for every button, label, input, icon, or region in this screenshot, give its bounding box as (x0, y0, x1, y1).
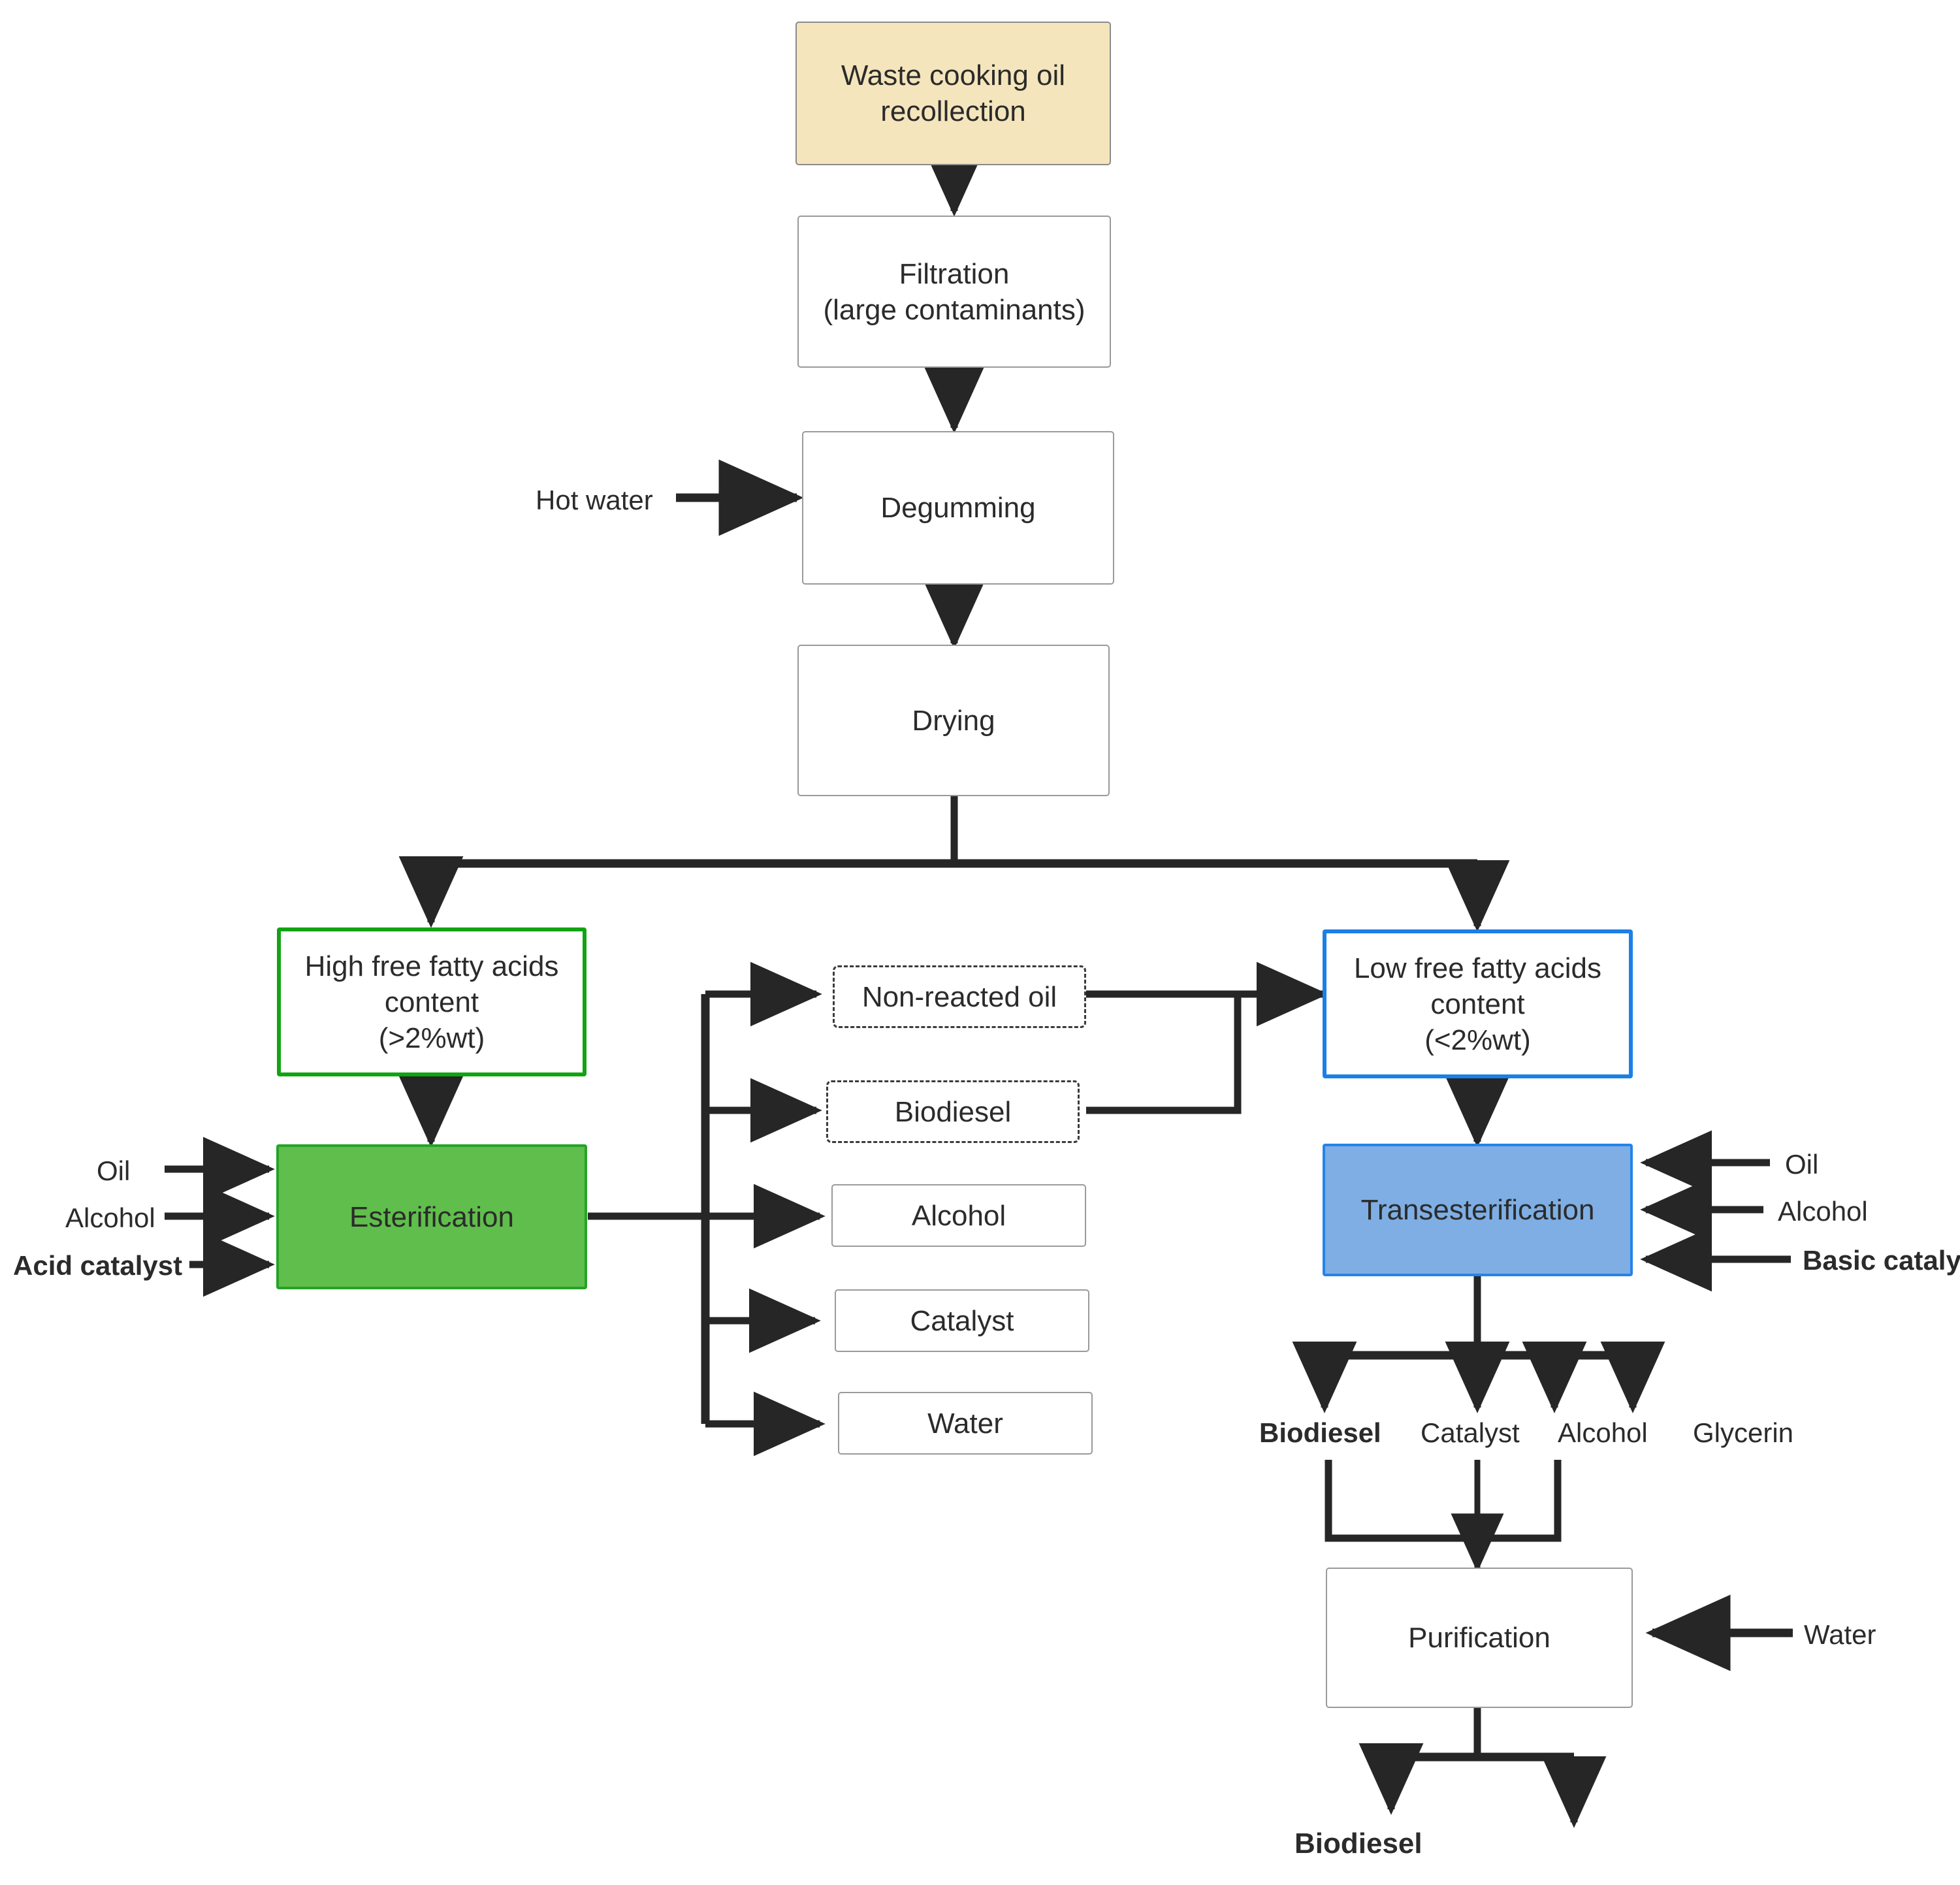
node-purification[interactable]: Purification (1326, 1568, 1633, 1708)
edge-products-collector (1325, 1460, 1562, 1542)
low-ffa-line-1: Low free fatty acids (1353, 952, 1602, 984)
label-final-waste-streams: Waste water, catalyst and alcohol (1398, 1832, 1556, 1885)
node-esterification[interactable]: Esterification (276, 1144, 587, 1289)
node-biodiesel-intermediate-label: Biodiesel (894, 1095, 1012, 1128)
label-glycerin-product: Glycerin (1693, 1417, 1794, 1448)
node-transesterification[interactable]: Transesterification (1323, 1144, 1633, 1276)
node-drying-label: Drying (912, 704, 995, 737)
label-acid-catalyst-input: Acid catalyst (13, 1250, 183, 1281)
low-ffa-line-2: content (1430, 988, 1525, 1020)
node-waste-cooking-oil[interactable]: Waste cooking oil recollection (795, 22, 1111, 165)
node-catalyst-byproduct[interactable]: Catalyst (835, 1289, 1089, 1352)
node-filtration[interactable]: Filtration (large contaminants) (797, 216, 1111, 368)
high-ffa-line-1: High free fatty acids (304, 950, 559, 982)
node-purification-label: Purification (1408, 1622, 1550, 1654)
filtration-line-2: (large contaminants) (823, 293, 1085, 326)
node-biodiesel-intermediate[interactable]: Biodiesel (826, 1080, 1080, 1143)
filtration-line-1: Filtration (899, 257, 1010, 290)
node-alcohol-byproduct[interactable]: Alcohol (831, 1184, 1086, 1247)
label-oil-transesterification-input: Oil (1785, 1149, 1819, 1180)
label-final-biodiesel: Biodiesel (1294, 1828, 1422, 1860)
node-drying[interactable]: Drying (797, 645, 1110, 796)
node-high-free-fatty-acids[interactable]: High free fatty acids content (>2%wt) (277, 927, 586, 1076)
node-non-reacted-oil[interactable]: Non-reacted oil (833, 965, 1086, 1028)
label-alcohol-esterification-input: Alcohol (65, 1202, 155, 1233)
label-biodiesel-product: Biodiesel (1259, 1417, 1381, 1448)
label-catalyst-product: Catalyst (1421, 1417, 1520, 1448)
label-water-purification-input: Water (1804, 1619, 1876, 1650)
node-catalyst-byproduct-label: Catalyst (910, 1304, 1014, 1337)
node-degumming-label: Degumming (880, 492, 1036, 524)
label-alcohol-transesterification-input: Alcohol (1778, 1196, 1868, 1227)
low-ffa-line-3: (<2%wt) (1424, 1023, 1531, 1056)
node-transesterification-label: Transesterification (1360, 1194, 1595, 1226)
node-low-free-fatty-acids[interactable]: Low free fatty acids content (<2%wt) (1323, 929, 1633, 1078)
edge-recycle-join (1086, 990, 1242, 1114)
node-esterification-label: Esterification (349, 1200, 514, 1233)
high-ffa-line-2: content (384, 986, 479, 1018)
high-ffa-line-3: (>2%wt) (378, 1022, 485, 1054)
label-alcohol-product: Alcohol (1558, 1417, 1648, 1448)
node-water-byproduct-label: Water (927, 1407, 1003, 1440)
waste-oil-line-2: recollection (880, 95, 1026, 127)
node-water-byproduct[interactable]: Water (838, 1392, 1093, 1455)
label-basic-catalyst-input: Basic catalyst (1803, 1245, 1960, 1276)
label-hot-water: Hot water (536, 485, 653, 515)
label-oil-esterification-input: Oil (97, 1155, 131, 1186)
node-degumming[interactable]: Degumming (802, 431, 1114, 585)
node-alcohol-byproduct-label: Alcohol (911, 1199, 1006, 1232)
node-non-reacted-oil-label: Non-reacted oil (861, 980, 1057, 1013)
waste-oil-line-1: Waste cooking oil (841, 59, 1066, 91)
